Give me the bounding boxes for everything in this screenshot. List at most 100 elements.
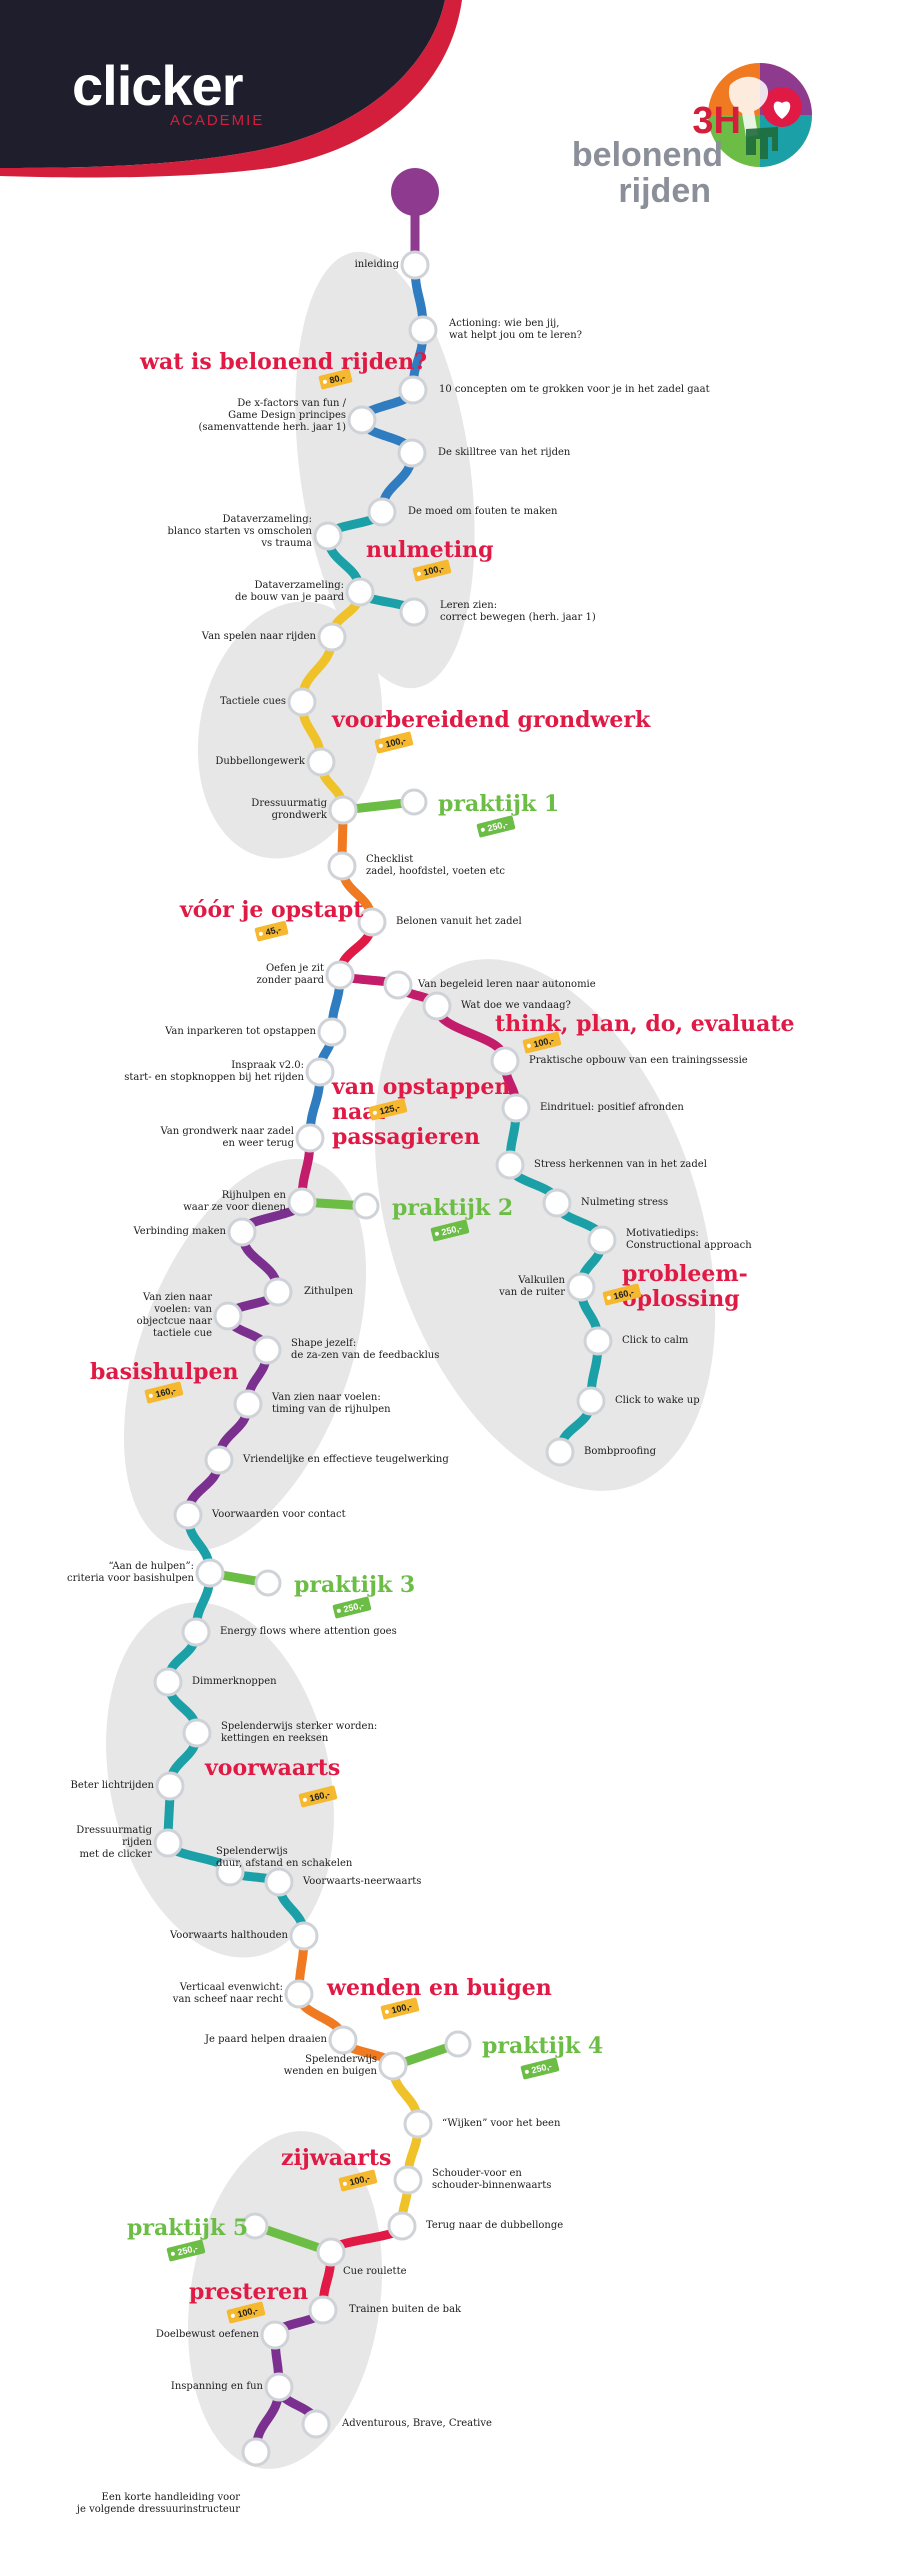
course-emblem	[708, 63, 812, 167]
station-label: Dubbellongewerk	[215, 756, 305, 767]
section-title: voorwaarts	[205, 1755, 341, 1781]
heart-icon	[773, 101, 791, 119]
station-b10[interactable]	[576, 1386, 606, 1416]
station-s20[interactable]	[287, 1187, 317, 1217]
station-s21[interactable]	[227, 1217, 257, 1247]
station-s29[interactable]	[181, 1617, 211, 1647]
station-s34[interactable]	[215, 1857, 245, 1887]
station-s28[interactable]	[195, 1558, 225, 1588]
station-s38[interactable]	[328, 2025, 358, 2055]
station-s4[interactable]	[347, 405, 377, 435]
practice-title: praktijk 5	[127, 2215, 249, 2241]
station-s22[interactable]	[263, 1277, 293, 1307]
station-s25[interactable]	[233, 1389, 263, 1419]
station-s12[interactable]	[306, 747, 336, 777]
station-s43[interactable]	[316, 2237, 346, 2267]
station-s24[interactable]	[252, 1335, 282, 1365]
station-label: Voorwaarts halthouden	[170, 1930, 288, 1941]
station-b1[interactable]	[383, 970, 413, 1000]
station-s46[interactable]	[264, 2372, 294, 2402]
station-b11[interactable]	[545, 1437, 575, 1467]
station-label: Verticaal evenwicht: van scheef naar rec…	[172, 1982, 283, 2005]
practice-station	[400, 788, 428, 816]
station-label: Rijhulpen en waar ze voor dienen	[183, 1190, 286, 1213]
station-label: Van zien naar voelen: timing van de rijh…	[272, 1392, 391, 1415]
station-label: Cue roulette	[343, 2266, 407, 2277]
course-title-line2: rijden	[618, 172, 711, 210]
station-s13[interactable]	[328, 795, 358, 825]
station-s9[interactable]	[399, 597, 429, 627]
station-s23[interactable]	[213, 1301, 243, 1331]
station-s41[interactable]	[393, 2165, 423, 2195]
station-s27[interactable]	[173, 1500, 203, 1530]
station-s36[interactable]	[289, 1921, 319, 1951]
zone-blob	[295, 251, 475, 689]
station-s39[interactable]	[378, 2051, 408, 2081]
station-label: Trainen buiten de bak	[349, 2304, 462, 2315]
station-label: Oefen je zit zonder paard	[256, 963, 324, 986]
station-s15[interactable]	[357, 907, 387, 937]
station-b8[interactable]	[566, 1272, 596, 1302]
station-label: Leren zien: correct bewegen (herh. jaar …	[440, 600, 596, 623]
start-marker	[391, 168, 439, 216]
station-s17[interactable]	[317, 1017, 347, 1047]
station-b2[interactable]	[422, 991, 452, 1021]
station-s18[interactable]	[305, 1057, 335, 1087]
station-s30[interactable]	[153, 1667, 183, 1697]
station-label: Van inparkeren tot opstappen	[165, 1026, 316, 1037]
station-s42[interactable]	[387, 2211, 417, 2241]
station-s33[interactable]	[153, 1828, 183, 1858]
metro-stations	[153, 250, 617, 2467]
station-s3[interactable]	[398, 375, 428, 405]
section-title: wat is belonend rijden?	[140, 349, 428, 375]
station-s48[interactable]	[241, 2437, 271, 2467]
station-label: Inspraak v2.0: start- en stopknoppen bij…	[124, 1060, 304, 1083]
station-label: Nulmeting stress	[581, 1197, 669, 1208]
station-s32[interactable]	[155, 1771, 185, 1801]
station-s45[interactable]	[260, 2320, 290, 2350]
station-b5[interactable]	[495, 1150, 525, 1180]
station-label: Click to calm	[622, 1335, 689, 1346]
zone-blob	[123, 1159, 367, 1551]
station-label: Doelbewust oefenen	[155, 2329, 259, 2340]
station-s44[interactable]	[308, 2295, 338, 2325]
station-b7[interactable]	[587, 1225, 617, 1255]
station-label: Vriendelijke en effectieve teugelwerking	[243, 1454, 449, 1465]
station-s40[interactable]	[403, 2109, 433, 2139]
station-s16[interactable]	[325, 960, 355, 990]
station-s1[interactable]	[400, 250, 430, 280]
course-title-line1: belonend	[571, 136, 723, 174]
station-label: Wat doe we vandaag?	[461, 1000, 571, 1011]
station-s11[interactable]	[287, 687, 317, 717]
practice-title: praktijk 2	[392, 1195, 514, 1221]
station-label: Stress herkennen van in het zadel	[534, 1159, 707, 1170]
station-s31[interactable]	[182, 1718, 212, 1748]
station-label: Checklist zadel, hoofdstel, voeten etc	[366, 854, 505, 877]
station-s19[interactable]	[295, 1123, 325, 1153]
station-b6[interactable]	[542, 1188, 572, 1218]
station-s2[interactable]	[408, 315, 438, 345]
station-b4[interactable]	[501, 1093, 531, 1123]
station-b3[interactable]	[490, 1046, 520, 1076]
station-s26[interactable]	[204, 1445, 234, 1475]
station-label: inleiding	[354, 259, 399, 270]
station-s47[interactable]	[301, 2409, 331, 2439]
station-label: Van begeleid leren naar autonomie	[418, 979, 596, 990]
hand-icon	[746, 127, 778, 159]
station-label: Valkuilen van de ruiter	[499, 1275, 565, 1298]
station-s14[interactable]	[327, 851, 357, 881]
station-s35[interactable]	[264, 1867, 294, 1897]
station-s6[interactable]	[367, 497, 397, 527]
station-s37[interactable]	[284, 1979, 314, 2009]
station-s7[interactable]	[313, 521, 343, 551]
station-label: “Aan de hulpen”: criteria voor basishulp…	[67, 1561, 194, 1584]
station-label: Dressuurmatig rijden met de clicker	[76, 1825, 152, 1860]
station-b9[interactable]	[583, 1326, 613, 1356]
station-s8[interactable]	[345, 577, 375, 607]
station-s10[interactable]	[317, 622, 347, 652]
section-title: probleem- oplossing	[622, 1261, 748, 1312]
section-title: nulmeting	[366, 537, 494, 563]
header-dark-shape	[0, 0, 445, 168]
station-s5[interactable]	[397, 438, 427, 468]
station-label: De x-factors van fun / Game Design princ…	[198, 398, 346, 433]
